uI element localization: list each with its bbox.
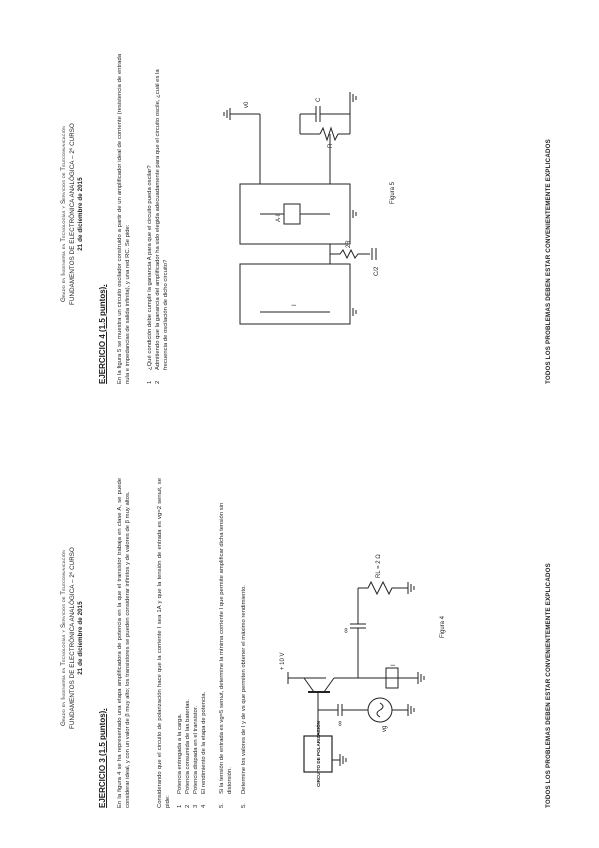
- exercise-condition: Considerando que el circuito de polariza…: [157, 478, 171, 808]
- resistor-2r-label: 2R: [346, 240, 352, 248]
- exercise-intro: En la figura 4 se ha representado una et…: [117, 478, 131, 808]
- supply-label: + 10 V: [280, 652, 286, 670]
- page-header: Grado en Ingeniería en Tecnologías y Ser…: [60, 34, 86, 394]
- capacitor-label: ∞: [343, 628, 350, 633]
- page-header: Grado en Ingeniería en Tecnologías y Ser…: [60, 458, 86, 818]
- figure-5-circuit: v0 I A·I 2R C/2 R C Figura 5: [223, 92, 396, 325]
- capacitor-c-label: C: [316, 97, 322, 102]
- amplifier-label: A·I: [276, 214, 282, 222]
- question-6: 5.Determine los valores de I y de vs que…: [240, 478, 248, 808]
- page-ejercicio-3: Grado en Ingeniería en Tecnologías y Ser…: [0, 424, 599, 848]
- header-degree: Grado en Ingeniería en Tecnologías y Ser…: [60, 549, 67, 727]
- page-footer: TODOS LOS PROBLEMAS DEBEN ESTAR CONVENIE…: [545, 139, 552, 384]
- header-date: 21 de diciembre de 2015: [77, 177, 84, 251]
- list-item: 5.Determine los valores de I y de vs que…: [241, 585, 247, 808]
- exercise-title: EJERCICIO 4 (1.5 puntos).: [98, 284, 107, 384]
- header-date: 21 de diciembre de 2015: [77, 601, 84, 675]
- output-label: v0: [244, 101, 250, 108]
- current-label: I: [391, 664, 397, 666]
- source-label: vg: [382, 726, 388, 732]
- exercise-intro: En la figura 5 se muestra un circuito os…: [117, 54, 131, 384]
- capacitor-label: ∞: [337, 721, 344, 726]
- block-label: CIRCUITO DE POLARIZACIÓN: [314, 720, 321, 787]
- page-ejercicio-4: Grado en Ingeniería en Tecnologías y Ser…: [60, 34, 552, 394]
- figure-4-circuit: + 10 V CIRCUITO DE POLARIZACIÓN ∞ ∞ vg I…: [280, 554, 446, 787]
- question-5: 5.Si la tensión de entrada es vg=5 senωt…: [218, 478, 234, 808]
- list-item: 5.Si la tensión de entrada es vg=5 senωt…: [219, 502, 233, 808]
- question-list: 1¿Qué condición debe cumplir la ganancia…: [146, 54, 170, 384]
- resistor-r-label: R: [328, 143, 334, 148]
- header-course: FUNDAMENTOS DE ELECTRÓNICA ANALÓGICA – 2…: [68, 547, 76, 729]
- figure-caption: Figura 4: [440, 615, 446, 638]
- figure-caption: Figura 5: [390, 181, 396, 204]
- page-footer: TODOS LOS PROBLEMAS DEBEN ESTAR CONVENIE…: [545, 563, 552, 808]
- capacitor-c2-label: C/2: [374, 266, 380, 276]
- load-label: RL = 2 Ω: [376, 554, 382, 578]
- list-item: 1¿Qué condición debe cumplir la ganancia…: [147, 165, 153, 384]
- header-degree: Grado en Ingeniería en Tecnologías y Ser…: [60, 125, 67, 303]
- header-course: FUNDAMENTOS DE ELECTRÓNICA ANALÓGICA – 2…: [68, 123, 76, 305]
- input-label: I: [292, 304, 298, 306]
- exercise-title: EJERCICIO 3 (1.5 puntos).: [98, 708, 107, 808]
